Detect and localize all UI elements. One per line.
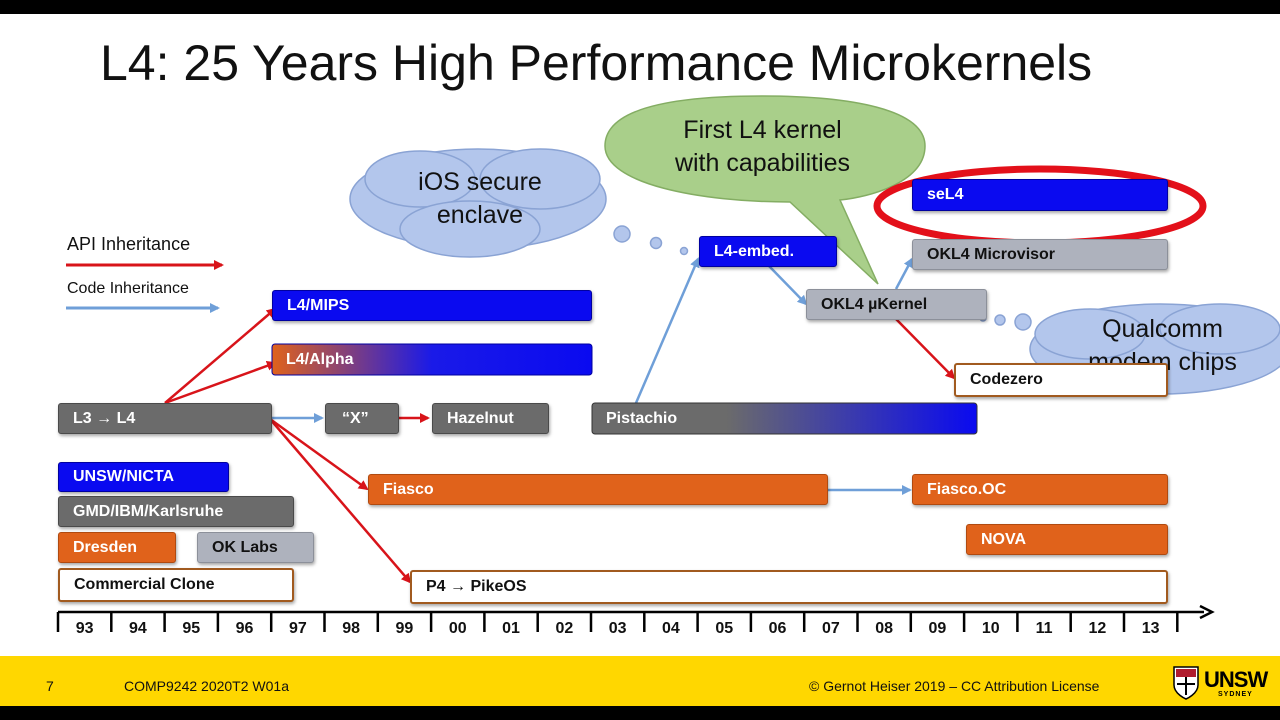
diagram-graphics [56, 95, 1280, 632]
org-gmd-ibm-karlsruhe: GMD/IBM/Karlsruhe [58, 496, 294, 527]
org-dresden: Dresden [58, 532, 176, 563]
l4-embed-bar: L4-embed. [699, 236, 837, 267]
qualcomm-line-1: Qualcomm [1102, 315, 1223, 343]
hazelnut-bar: Hazelnut [432, 403, 549, 434]
x-bar: “X” [325, 403, 399, 434]
ios-line-1: iOS secure [418, 168, 542, 196]
year-label: 13 [1141, 620, 1160, 637]
unsw-logo: UNSW SYDNEY [1172, 665, 1272, 701]
copyright-text: © Gernot Heiser 2019 – CC Attribution Li… [809, 678, 1100, 694]
api-inheritance-label: API Inheritance [67, 234, 191, 254]
year-label: 05 [715, 620, 734, 637]
capabilities-bubble [604, 95, 926, 285]
l3-l4-bar: L3 → L4 [58, 403, 272, 434]
slide: { "slide": { "title": "L4: 25 Years High… [0, 14, 1280, 706]
qualcomm-cloud-dots [979, 313, 1032, 331]
sel4-bar: seL4 [912, 179, 1168, 211]
year-label: 96 [235, 620, 254, 637]
pistachio-bar-bg [591, 402, 978, 435]
year-label: 11 [1035, 620, 1053, 637]
code-inheritance-label: Code Inheritance [67, 280, 189, 297]
capabilities-line-1: First L4 kernel [683, 116, 842, 144]
ios-line-2: enclave [436, 201, 524, 229]
l4-mips-bar: L4/MIPS [272, 290, 592, 321]
fiasco-bar: Fiasco [368, 474, 828, 505]
fiasco-oc-bar: Fiasco.OC [912, 474, 1168, 505]
org-ok-labs: OK Labs [197, 532, 314, 563]
page-title: L4: 25 Years High Performance Microkerne… [100, 35, 1093, 91]
org-unsw-nicta: UNSW/NICTA [58, 462, 229, 492]
capabilities-line-2: with capabilities [674, 149, 851, 177]
l4-alpha-bar-bg [271, 343, 593, 376]
year-label: 10 [981, 620, 1000, 637]
year-label: 04 [662, 620, 680, 637]
logo-subtext: SYDNEY [1218, 691, 1253, 698]
p4-pikeos-bar: P4 → PikeOS [410, 570, 1168, 604]
year-label: 95 [182, 620, 201, 637]
okl4-microvisor-bar: OKL4 Microvisor [912, 239, 1168, 270]
year-label: 01 [502, 620, 520, 637]
year-label: 09 [928, 620, 947, 637]
course-code: COMP9242 2020T2 W01a [124, 678, 289, 694]
year-label: 97 [288, 620, 307, 637]
year-label: 06 [768, 620, 787, 637]
year-label: 08 [875, 620, 894, 637]
l4-alpha-bar: L4/Alpha [286, 350, 354, 368]
year-label: 99 [395, 620, 414, 637]
year-label: 03 [608, 620, 627, 637]
capabilities-bubble-text: First L4 kernel with capabilities [640, 114, 885, 180]
year-label: 02 [555, 620, 574, 637]
nova-bar: NOVA [966, 524, 1168, 555]
ios-cloud-text: iOS secure enclave [380, 166, 580, 232]
footer: 7 COMP9242 2020T2 W01a © Gernot Heiser 2… [0, 656, 1280, 706]
year-label: 94 [129, 620, 147, 637]
year-label: 12 [1088, 620, 1107, 637]
year-label: 07 [821, 620, 840, 637]
codezero-bar: Codezero [954, 363, 1168, 397]
org-commercial-clone: Commercial Clone [58, 568, 294, 602]
year-label: 98 [342, 620, 361, 637]
ios-cloud [349, 148, 607, 258]
page-number: 7 [46, 678, 54, 694]
year-label: 93 [75, 620, 94, 637]
logo-text: UNSW [1204, 667, 1268, 692]
year-label: 00 [448, 620, 467, 637]
okl4-ukernel-bar: OKL4 µKernel [806, 289, 987, 320]
pistachio-bar: Pistachio [606, 409, 678, 427]
ios-cloud-dots [613, 225, 689, 256]
